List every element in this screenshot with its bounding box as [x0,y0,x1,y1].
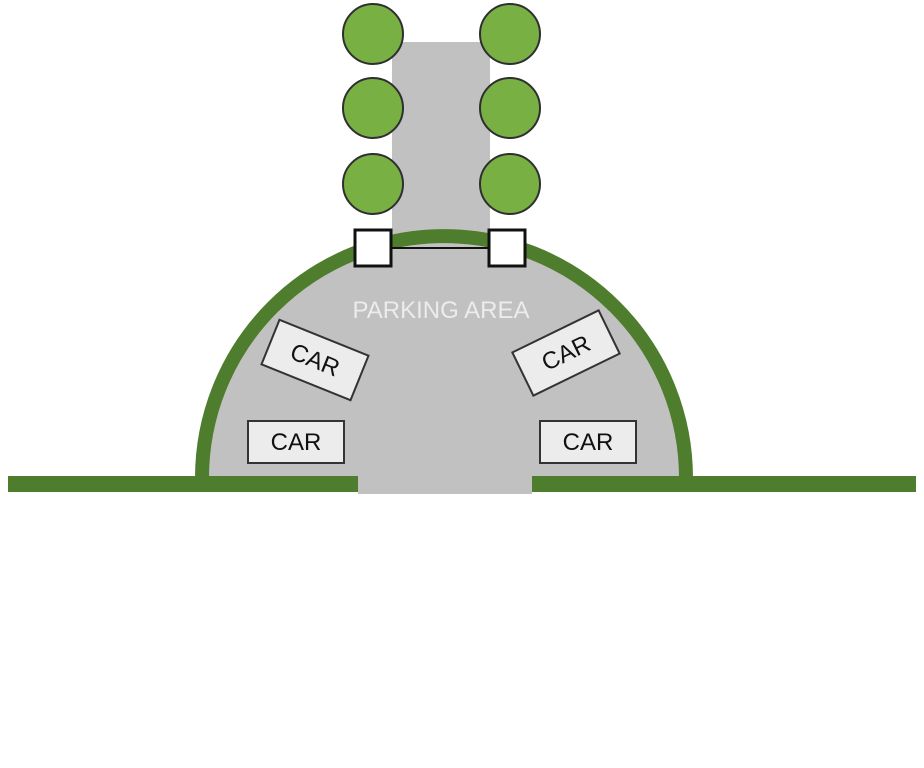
gate-post-left [353,228,393,268]
tree-icon [479,153,541,215]
parking-area-surface [202,236,686,478]
car-label: CAR [271,429,322,456]
car-box [247,420,345,464]
tree-icon [342,153,404,215]
tree-icon [479,77,541,139]
tree-row-left [342,3,404,215]
tree-icon [479,3,541,65]
car-box [510,309,622,397]
tree-icon [342,3,404,65]
parking-area-label: PARKING AREA [353,297,530,324]
car: CAR [260,318,370,402]
car-label: CAR [563,429,614,456]
tree-icon [342,77,404,139]
gate-post-right [487,228,527,268]
car: CAR [247,420,345,464]
hedge-line-left [8,476,358,492]
car: CAR [539,420,637,464]
car: CAR [510,309,622,397]
hedge-border-arc [195,229,693,479]
entrance-gap [358,468,532,494]
tree-row-right [479,3,541,215]
car-box [539,420,637,464]
car-box [260,318,370,402]
hedge-line-right [532,476,916,492]
